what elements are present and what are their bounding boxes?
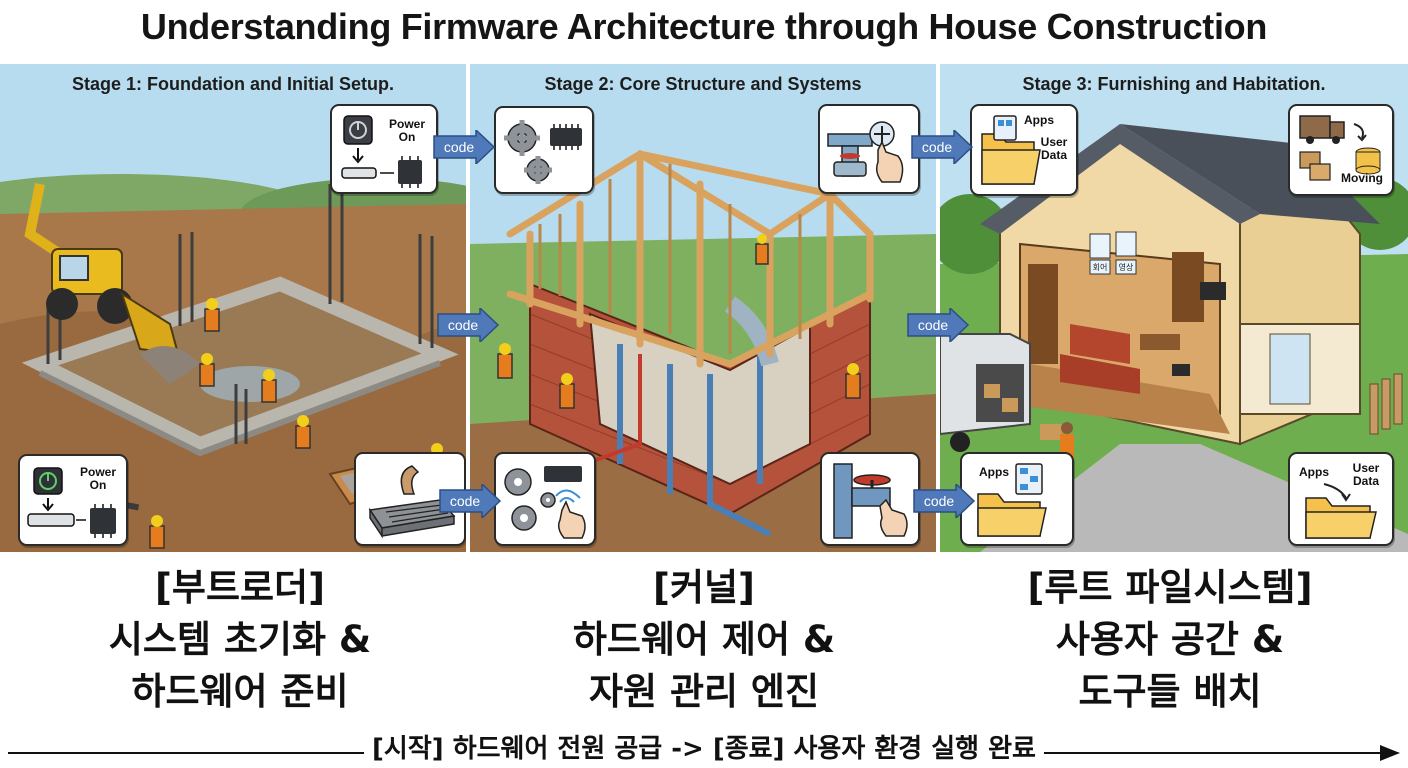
stage-2-label: Stage 2: Core Structure and Systems <box>544 74 862 94</box>
moving-card: Moving <box>1288 104 1394 196</box>
code-arrow-1-bottom: code <box>438 484 502 518</box>
timeline-caption: [시작] 하드웨어 전원 공급 -> [종료] 사용자 환경 실행 완료 <box>0 728 1408 765</box>
power-on-card-bottom: Power On <box>18 454 128 546</box>
apps-folder-card-bottom: Apps <box>960 452 1074 546</box>
apps-label-top-left: Apps <box>1024 113 1054 127</box>
code-arrow-1-bottom-label: code <box>449 493 481 509</box>
stage-1-caption-line-3: 하드웨어 준비 <box>131 670 349 713</box>
stage-1-label: Stage 1: Foundation and Initial Setup. <box>71 74 394 94</box>
apps-user-data-card-top: Apps User Data <box>970 104 1078 196</box>
diagram-title: Understanding Firmware Architecture thro… <box>140 6 1268 47</box>
stage-2-panel: Stage 2: Core Structure and Systems <box>470 64 936 552</box>
code-arrow-1-top-label: code <box>443 139 475 155</box>
stage-3-label: Stage 3: Furnishing and Habitation. <box>1022 74 1326 94</box>
code-arrow-2-middle: code <box>906 308 970 342</box>
stage-2-caption: [커널] 하드웨어 제어 & 자원 관리 엔진 <box>504 562 904 718</box>
foundation-scene-illustration <box>0 64 466 552</box>
code-arrow-2-bottom: code <box>912 484 976 518</box>
moving-label: Moving <box>1341 171 1383 185</box>
stage-1-caption: [부트로더] 시스템 초기화 & 하드웨어 준비 <box>40 562 440 718</box>
stage-3-caption-line-3: 도구들 배치 <box>1078 670 1262 713</box>
code-arrow-2-top: code <box>910 130 974 164</box>
code-arrow-2-top-label: code <box>921 139 953 155</box>
code-arrow-2-bottom-label: code <box>923 493 955 509</box>
excavator <box>24 183 180 356</box>
apps-user-data-card-bottom: Apps User Data <box>1288 452 1394 546</box>
timeline-arrowhead <box>1380 745 1400 761</box>
stage-2-caption-line-2: 하드웨어 제어 & <box>572 618 836 661</box>
code-arrow-1-middle: code <box>436 308 500 342</box>
stage-2-caption-line-3: 자원 관리 엔진 <box>588 670 819 713</box>
code-arrow-1-top: code <box>432 130 496 164</box>
wall-poster-text-2: 영상 <box>1119 262 1134 272</box>
apps-label-bottom-left: Apps <box>979 465 1009 479</box>
user-data-label-bottom-right: User Data <box>1352 461 1380 488</box>
power-on-label-bottom: Power On <box>79 465 116 492</box>
valve-control-card <box>818 104 920 194</box>
stage-2-caption-line-1: [커널] <box>653 566 755 609</box>
code-arrow-2-middle-label: code <box>917 317 949 333</box>
pipe-valve-card <box>820 452 920 546</box>
code-arrow-1-middle-label: code <box>447 317 479 333</box>
gears-chip-card <box>494 106 594 194</box>
apps-label-bottom-right: Apps <box>1299 465 1329 479</box>
wall-poster-text: 회어 <box>1093 262 1108 272</box>
timeline-caption-text: [시작] 하드웨어 전원 공급 -> [종료] 사용자 환경 실행 완료 <box>364 734 1044 764</box>
stage-1-panel: Stage 1: Foundation and Initial Setup. P… <box>0 64 466 552</box>
stage-3-caption-line-1: [루트 파일시스템] <box>1027 566 1313 609</box>
user-data-label-top-left: User Data <box>1040 135 1068 162</box>
stage-3-caption-line-2: 사용자 공간 & <box>1055 618 1285 661</box>
stage-1-caption-line-1: [부트로더] <box>155 566 325 609</box>
stage-3-caption: [루트 파일시스템] 사용자 공간 & 도구들 배치 <box>970 562 1370 718</box>
power-on-card-top: Power On <box>330 104 438 194</box>
stage-3-panel: 회어 영상 Stage 3: Furnishing and Habitation… <box>940 64 1408 552</box>
stage-1-caption-line-2: 시스템 초기화 & <box>108 618 372 661</box>
gears-chip-touch-card <box>494 452 596 546</box>
power-on-label-top: Power On <box>388 117 425 144</box>
